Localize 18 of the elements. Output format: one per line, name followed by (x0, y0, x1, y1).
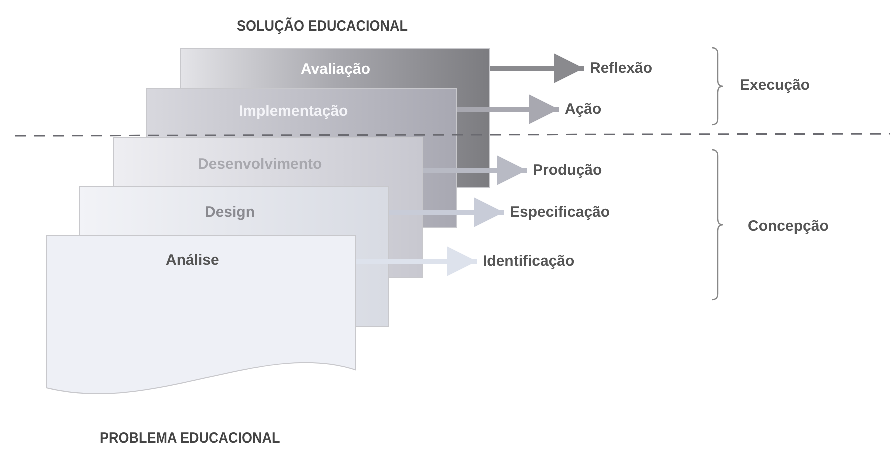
arrow (423, 156, 527, 186)
step-label: Produção (533, 162, 602, 179)
phase-label: Design (205, 204, 256, 221)
group-label: Execução (740, 77, 810, 94)
step-label: Especificação (510, 204, 610, 221)
arrow (457, 94, 559, 124)
step-label: Ação (565, 101, 602, 118)
title: SOLUÇÃO EDUCACIONAL (237, 18, 408, 35)
group-label: Concepção (748, 218, 829, 235)
phase-label: Análise (166, 252, 220, 269)
caption: PROBLEMA EDUCACIONAL (100, 430, 280, 447)
step-label: Identificação (483, 253, 575, 270)
phase-label: Desenvolvimento (198, 156, 322, 173)
arrow (490, 54, 584, 84)
phase-label: Avaliação (301, 61, 370, 78)
step-label: Reflexão (590, 60, 653, 77)
arrow (356, 246, 477, 276)
phase-label: Implementação (239, 103, 348, 120)
